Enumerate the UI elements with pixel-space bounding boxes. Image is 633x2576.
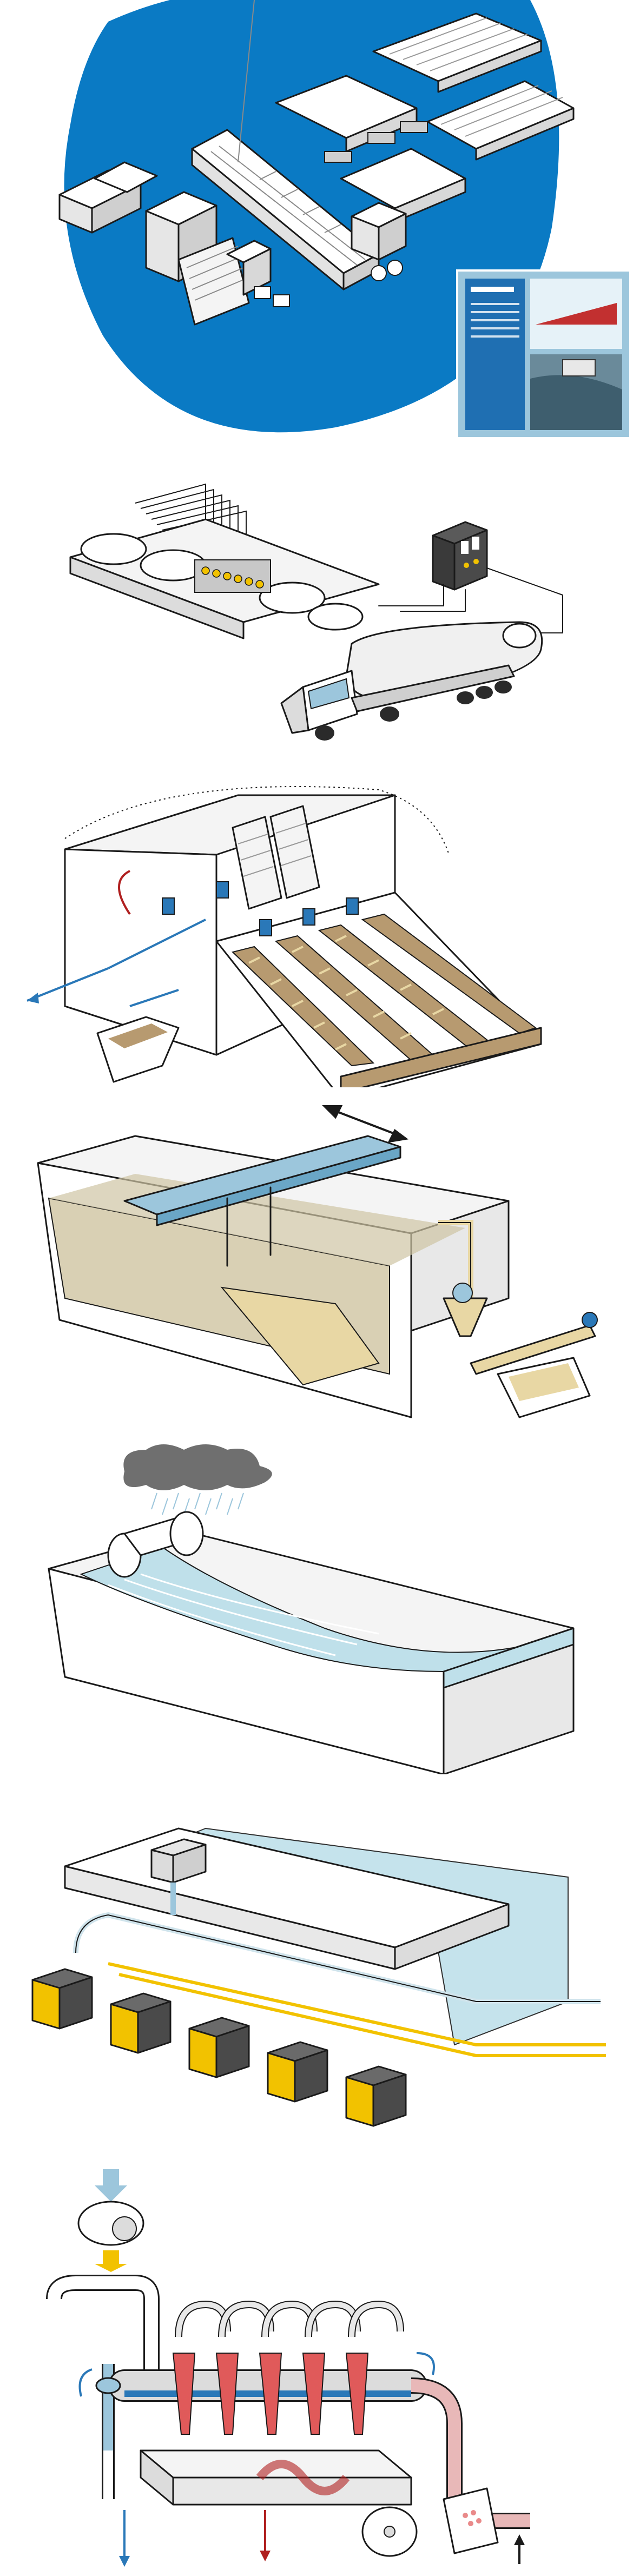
hydrocyclone-illustration	[46, 2275, 530, 2567]
skip-container	[96, 1016, 180, 1083]
bridge-beam	[123, 1135, 401, 1267]
primary-tank-illustration	[48, 1444, 575, 1774]
flow-arrows	[27, 870, 206, 1007]
screen-building-panel	[0, 774, 633, 1087]
tanker-truck	[280, 567, 563, 741]
plant-overview-illustration	[58, 0, 631, 439]
blue-motors	[162, 881, 359, 936]
rain-cloud	[123, 1444, 272, 1515]
fan-panel	[0, 2164, 633, 2272]
blower-units	[31, 1968, 407, 2127]
pump-unit	[361, 2487, 499, 2557]
poster-thumbnail[interactable]	[456, 269, 631, 439]
control-cabinet	[378, 521, 488, 612]
hydrocyclone-panel	[0, 2272, 633, 2576]
aeration-basins	[372, 12, 575, 161]
duct-box	[150, 1838, 207, 1915]
scraper-drum	[107, 1511, 204, 1578]
long-channel	[191, 0, 380, 290]
tanker-truck-illustration	[69, 483, 563, 741]
base-frame	[140, 2449, 412, 2506]
screw-conveyors	[215, 891, 542, 1087]
grit-classifier	[438, 1220, 598, 1418]
blower-illustration	[31, 1827, 606, 2127]
tanker-panel	[0, 460, 633, 768]
direction-arrow	[322, 1105, 408, 1143]
truck-wheels	[315, 681, 512, 741]
pipe-tank-row	[69, 518, 380, 639]
cyclone-row	[172, 2300, 404, 2435]
air-pipes	[73, 1912, 606, 2057]
fan-illustration	[77, 2169, 144, 2272]
plant-overview-panel	[0, 0, 633, 444]
grit-tank-panel	[0, 1093, 633, 1434]
inlet-pipe-left	[46, 2275, 160, 2450]
inlet-buildings	[58, 161, 290, 326]
outlet-pipe	[95, 2377, 121, 2499]
grit-tank-illustration	[37, 1105, 598, 1418]
screen-building-illustration	[27, 786, 542, 1087]
fan-icon	[77, 2169, 144, 2272]
primary-tank-panel	[0, 1439, 633, 1774]
screen-panels	[232, 805, 320, 910]
sludge-building	[351, 202, 407, 281]
blower-panel	[0, 1774, 633, 2164]
flow-arrows	[78, 2352, 525, 2567]
